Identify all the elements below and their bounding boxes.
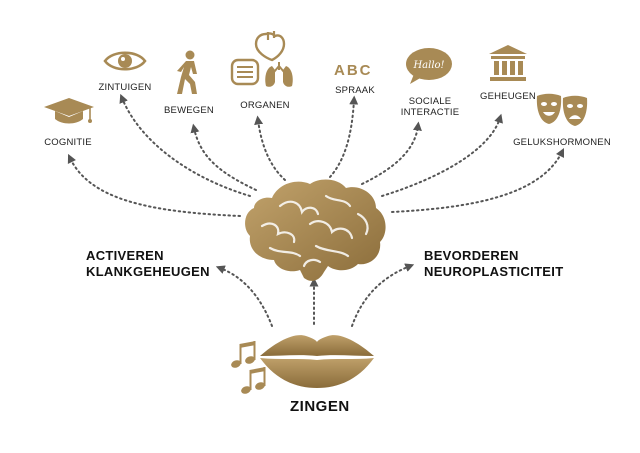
- effect-klankgeheugen: ACTIVEREN KLANKGEHEUGEN: [86, 248, 210, 280]
- label-sociale-interactie: SOCIALE INTERACTIE: [390, 96, 470, 118]
- effect-left-line2: KLANKGEHEUGEN: [86, 264, 210, 279]
- brain-icon: [245, 179, 386, 281]
- lips-icon: [260, 335, 374, 388]
- arrow-gelukshormonen: [391, 147, 565, 213]
- arrow-spraak: [329, 95, 359, 178]
- label-organen: ORGANEN: [240, 100, 290, 111]
- arrow-bewegen: [190, 123, 257, 191]
- arrow-geheugen: [381, 113, 503, 197]
- arrow-organen: [254, 115, 286, 181]
- arrow-zintuigen: [119, 93, 251, 197]
- effect-right-line2: NEUROPLASTICITEIT: [424, 264, 564, 279]
- effect-neuroplasticiteit: BEVORDEREN NEUROPLASTICITEIT: [424, 248, 563, 280]
- building-icon: [489, 45, 527, 81]
- label-interactie: INTERACTIE: [400, 107, 460, 118]
- speech-bubble-icon: Hallo!: [406, 48, 452, 84]
- effect-right-line1: BEVORDEREN: [424, 248, 519, 263]
- arrow-neuroplasticiteit: [351, 263, 415, 327]
- label-zintuigen: ZINTUIGEN: [98, 82, 152, 93]
- eye-icon: [103, 51, 147, 71]
- source-label-zingen: ZINGEN: [290, 398, 350, 415]
- effect-left-line1: ACTIVEREN: [86, 248, 164, 263]
- music-notes-icon: [231, 341, 266, 394]
- label-bewegen: BEWEGEN: [164, 105, 214, 116]
- theater-masks-icon: [536, 93, 588, 126]
- graduation-cap-icon: [44, 98, 94, 124]
- walking-person-icon: [177, 50, 197, 94]
- arrow-sociale-interactie: [361, 121, 422, 185]
- label-sociale: SOCIALE: [408, 96, 452, 107]
- arrow-cognitie: [67, 153, 241, 217]
- abc-icon: ABC: [334, 62, 373, 79]
- arrow-klankgeheugen: [215, 265, 273, 327]
- hallo-text: Hallo!: [412, 60, 444, 71]
- organs-icon: [230, 31, 293, 87]
- label-spraak: SPRAAK: [335, 85, 375, 96]
- label-gelukshormonen: GELUKSHORMONEN: [513, 137, 611, 148]
- label-geheugen: GEHEUGEN: [480, 91, 536, 102]
- label-cognitie: COGNITIE: [44, 137, 92, 148]
